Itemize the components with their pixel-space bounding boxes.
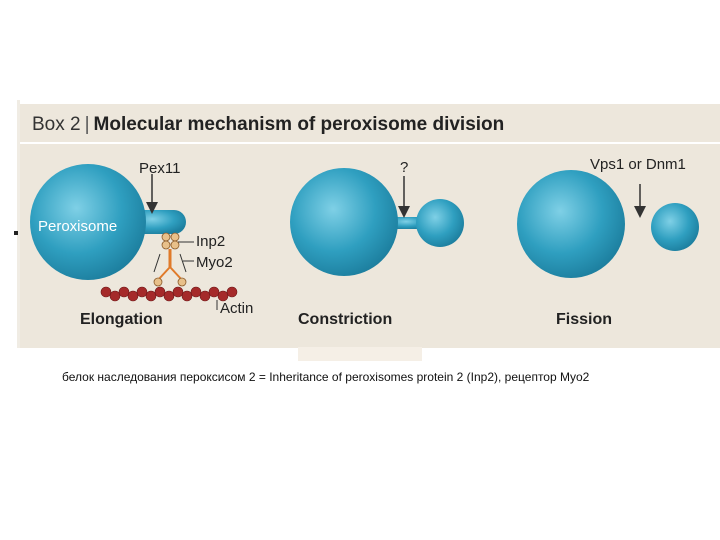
actin-filament: [100, 286, 238, 302]
figure-bottom-strip: [298, 347, 422, 361]
inp2-label: Inp2: [196, 233, 226, 250]
figure-panel: Box 2|Molecular mechanism of peroxisome …: [20, 104, 720, 348]
box-heading: Molecular mechanism of peroxisome divisi…: [93, 114, 505, 135]
slide-caption: белок наследования пероксисом 2 = Inheri…: [62, 370, 590, 384]
vps1-label: Vps1 or Dnm1: [590, 156, 686, 173]
elongation-organelle: [30, 164, 186, 280]
constriction-organelle: [290, 168, 464, 276]
question-label: ?: [400, 159, 409, 176]
motor-complex: [153, 232, 194, 287]
bud: [416, 199, 464, 247]
bullet-marker: [14, 231, 18, 235]
myo2-label: Myo2: [196, 254, 233, 271]
pex11-label: Pex11: [139, 160, 181, 177]
stage-elongation: Elongation: [80, 311, 163, 328]
mother-peroxisome-fission: [517, 170, 625, 278]
mother-peroxisome: [290, 168, 398, 276]
fission-organelles: [517, 170, 699, 278]
box-separator: |: [84, 114, 90, 135]
actin-label: Actin: [220, 300, 254, 317]
title-divider: [20, 142, 720, 144]
division-diagram: [30, 164, 699, 310]
stage-constriction: Constriction: [298, 311, 393, 328]
peroxisome-body: [30, 164, 146, 280]
stage-fission: Fission: [556, 311, 613, 328]
slide-edge: [17, 100, 20, 348]
box-title: Box 2|Molecular mechanism of peroxisome …: [32, 114, 504, 136]
box-number: Box 2: [32, 114, 81, 135]
daughter-peroxisome: [651, 203, 699, 251]
peroxisome-label: Peroxisome: [38, 218, 118, 235]
